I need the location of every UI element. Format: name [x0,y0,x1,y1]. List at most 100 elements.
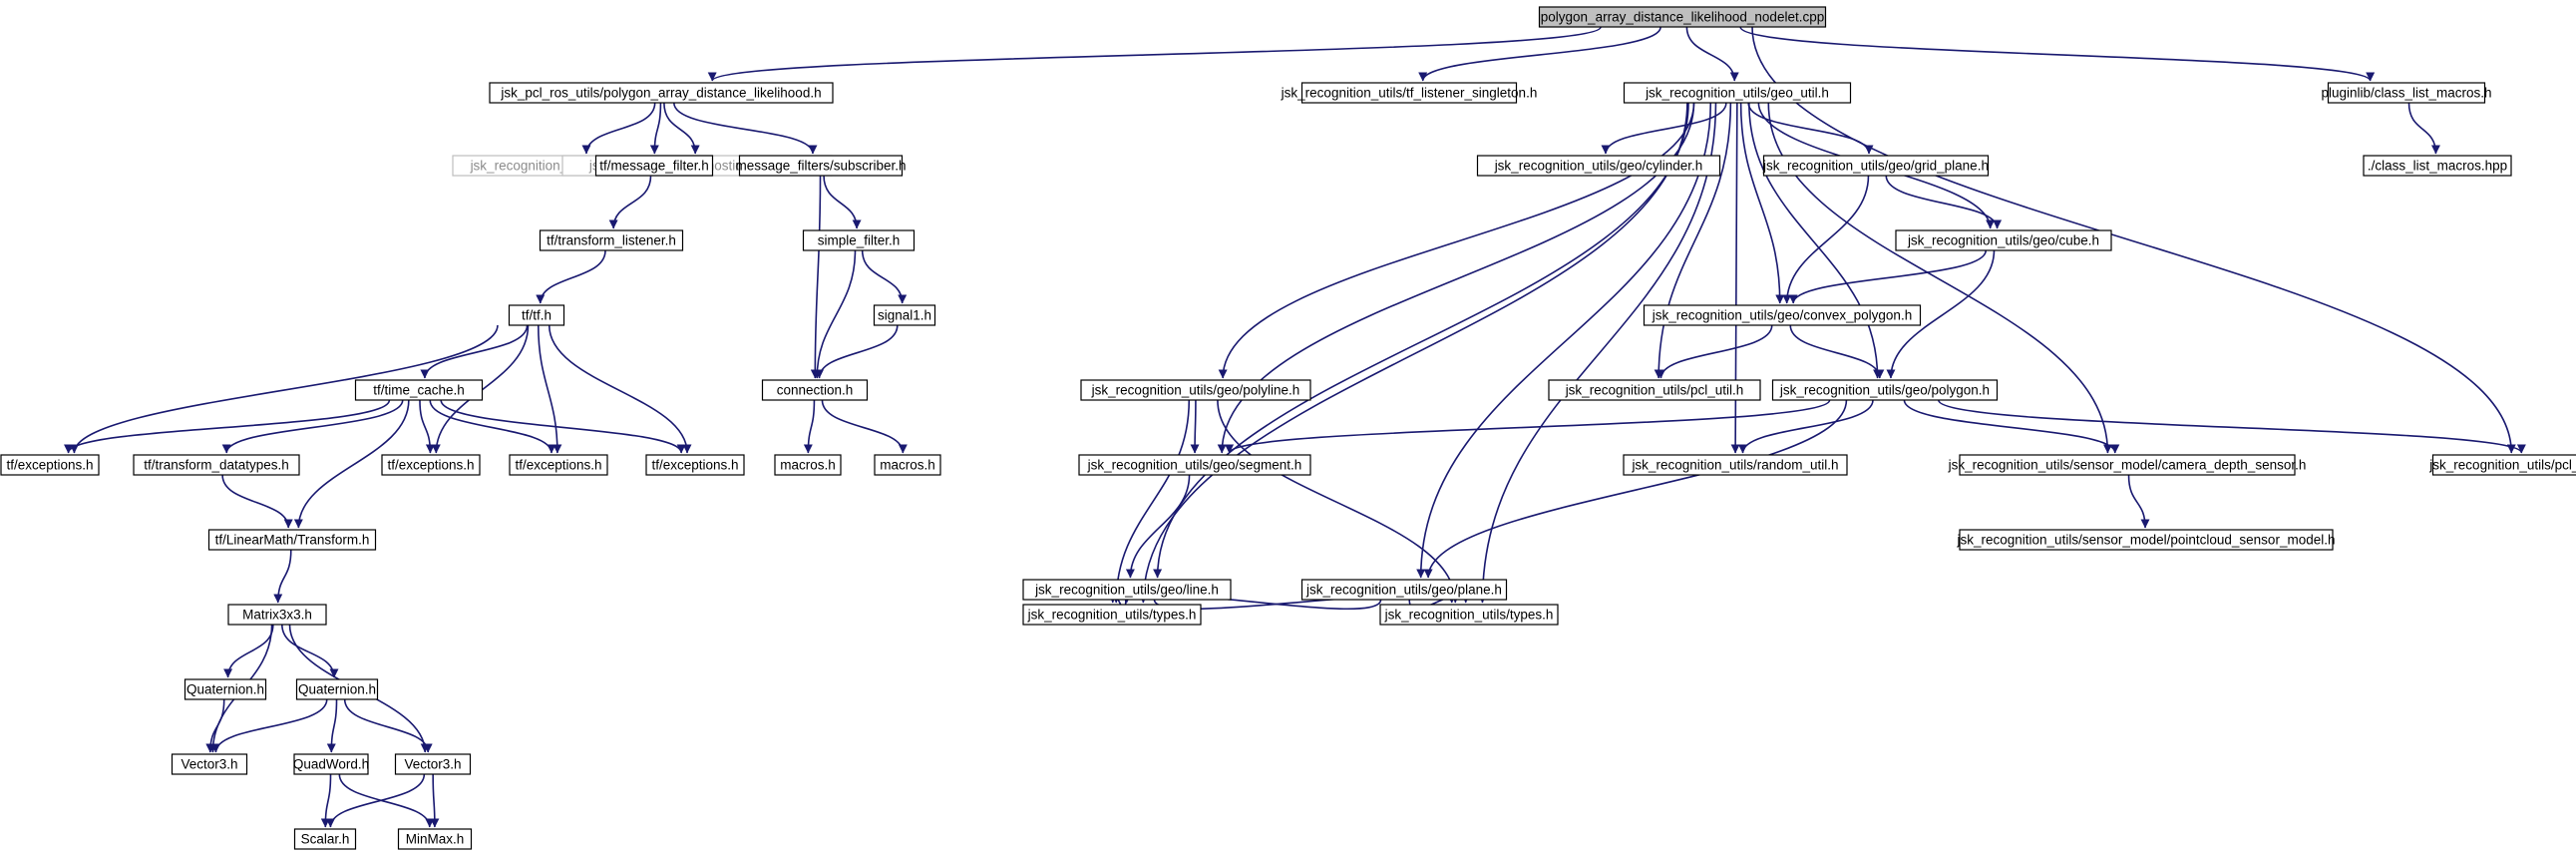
edge-quat2-to-vec3b [343,698,433,753]
edge-geo_util-to-cylinder [1601,102,1727,155]
node-exc4[interactable]: tf/exceptions.h [645,454,745,476]
edge-timecache-to-transform [293,399,410,529]
node-box-geo_util [1623,82,1852,104]
edge-convex-to-pclutil [1656,324,1773,379]
node-label-plugin: pluginlib/class_list_macros.h [2321,86,2491,101]
node-tfsingle[interactable]: jsk_recognition_utils/tf_listener_single… [1281,82,1538,104]
node-pclconv[interactable]: jsk_recognition_utils/pcl_conversion_uti… [2428,454,2576,476]
edge-timecache-to-exc4 [440,399,686,454]
node-label-simple: simple_filter.h [818,233,901,248]
node-exc1[interactable]: tf/exceptions.h [0,454,100,476]
node-label-tfsingle: jsk_recognition_utils/tf_listener_single… [1281,86,1538,101]
node-box-exc1 [0,454,100,476]
node-tfdt[interactable]: tf/transform_datatypes.h [133,454,300,476]
node-label-segment: jsk_recognition_utils/geo/segment.h [1087,458,1302,473]
edge-pcl_h-to-subscriber [673,102,818,155]
node-box-clm_hpp [2363,155,2512,177]
node-box-quat1 [184,678,267,700]
node-label-exc1: tf/exceptions.h [6,458,93,473]
node-box-polyline [1080,379,1311,401]
node-vec3b[interactable]: Vector3.h [394,753,472,775]
node-label-matrix: Matrix3x3.h [242,608,312,623]
node-label-subscriber: message_filters/subscriber.h [735,159,906,174]
node-box-plane [1300,579,1508,601]
node-geo_util[interactable]: jsk_recognition_utils/geo_util.h [1623,82,1852,104]
node-label-cylinder: jsk_recognition_utils/geo/cylinder.h [1494,159,1703,174]
node-label-scalar: Scalar.h [301,832,350,847]
node-grid[interactable]: jsk_recognition_utils/geo/grid_plane.h [1762,155,1990,177]
node-box-random [1623,454,1848,476]
node-plugin[interactable]: pluginlib/class_list_macros.h [2321,82,2492,104]
node-label-macros2: macros.h [880,458,935,473]
node-clm_hpp[interactable]: ./class_list_macros.hpp [2363,155,2512,177]
node-cylinder[interactable]: jsk_recognition_utils/geo/cylinder.h [1476,155,1721,177]
node-label-types2: jsk_recognition_utils/types.h [1384,608,1554,623]
node-signal1[interactable]: signal1.h [873,304,936,326]
node-vec3a[interactable]: Vector3.h [171,753,248,775]
node-matrix[interactable]: Matrix3x3.h [227,604,327,626]
node-macros1[interactable]: macros.h [774,454,842,476]
edge-plugin-to-clm_hpp [2407,102,2440,155]
node-tf_h[interactable]: tf/tf.h [508,304,565,326]
node-connection[interactable]: connection.h [761,379,869,401]
node-camdepth[interactable]: jsk_recognition_utils/sensor_model/camer… [1948,454,2307,476]
node-box-connection [761,379,869,401]
node-random[interactable]: jsk_recognition_utils/random_util.h [1623,454,1848,476]
node-segment[interactable]: jsk_recognition_utils/geo/segment.h [1078,454,1311,476]
node-pcsensor[interactable]: jsk_recognition_utils/sensor_model/point… [1957,529,2336,551]
node-cube[interactable]: jsk_recognition_utils/geo/cube.h [1895,229,2112,251]
node-label-quadword: QuadWord.h [293,757,369,772]
node-scalar[interactable]: Scalar.h [293,828,357,850]
node-types1[interactable]: jsk_recognition_utils/types.h [1022,604,1202,626]
edge-tf_h-to-exc1 [69,324,499,454]
edge-cube-to-convex [1788,249,1988,304]
edge-geo_util-to-types1 [1138,102,1688,604]
node-pcl_h[interactable]: jsk_pcl_ros_utils/polygon_array_distance… [489,82,834,104]
edge-vec3b-to-scalar [325,773,426,828]
node-box-tf_h [508,304,565,326]
node-box-macros2 [874,454,941,476]
edge-geo_util-to-pclutil [1654,102,1732,379]
node-label-macros1: macros.h [780,458,836,473]
node-box-transform [207,529,377,551]
node-label-grid: jsk_recognition_utils/geo/grid_plane.h [1762,159,1989,174]
node-transform[interactable]: tf/LinearMath/Transform.h [207,529,377,551]
node-types2[interactable]: jsk_recognition_utils/types.h [1379,604,1559,626]
node-label-polyline: jsk_recognition_utils/geo/polyline.h [1091,383,1300,398]
node-timecache[interactable]: tf/time_cache.h [354,379,484,401]
edge-vec3b-to-minmax [430,773,440,828]
node-label-pclutil: jsk_recognition_utils/pcl_util.h [1565,383,1744,398]
edge-polyline-to-segment [1190,399,1200,454]
node-convex[interactable]: jsk_recognition_utils/geo/convex_polygon… [1643,304,1922,326]
node-subscriber[interactable]: message_filters/subscriber.h [735,155,907,177]
node-box-grid [1762,155,1990,177]
node-root[interactable]: polygon_array_distance_likelihood_nodele… [1538,6,1827,28]
node-plane[interactable]: jsk_recognition_utils/geo/plane.h [1300,579,1508,601]
node-exc3[interactable]: tf/exceptions.h [509,454,608,476]
edge-pcl_h-to-diag [663,102,700,155]
edge-geo_util-to-polyline [1218,102,1695,379]
node-quadword[interactable]: QuadWord.h [293,753,369,775]
node-simple[interactable]: simple_filter.h [802,229,916,251]
node-box-polygon [1771,379,1999,401]
node-box-types1 [1022,604,1202,626]
node-pclutil[interactable]: jsk_recognition_utils/pcl_util.h [1548,379,1761,401]
node-macros2[interactable]: macros.h [874,454,941,476]
node-label-msgfilter: tf/message_filter.h [599,159,709,174]
node-quat2[interactable]: Quaternion.h [295,678,379,700]
node-polyline[interactable]: jsk_recognition_utils/geo/polyline.h [1080,379,1311,401]
node-line[interactable]: jsk_recognition_utils/geo/line.h [1022,579,1232,601]
node-msgfilter[interactable]: tf/message_filter.h [594,155,714,177]
node-polygon[interactable]: jsk_recognition_utils/geo/polygon.h [1771,379,1999,401]
node-quat1[interactable]: Quaternion.h [184,678,267,700]
edge-timecache-to-exc3 [429,399,556,454]
node-tflistener[interactable]: tf/transform_listener.h [539,229,684,251]
node-box-segment [1078,454,1311,476]
node-exc2[interactable]: tf/exceptions.h [381,454,481,476]
edge-root-to-tfsingle [1418,26,1661,82]
node-minmax[interactable]: MinMax.h [397,828,473,850]
node-box-root [1538,6,1827,28]
node-label-clm_hpp: ./class_list_macros.hpp [2368,159,2507,174]
node-box-types2 [1379,604,1559,626]
node-box-cylinder [1476,155,1721,177]
